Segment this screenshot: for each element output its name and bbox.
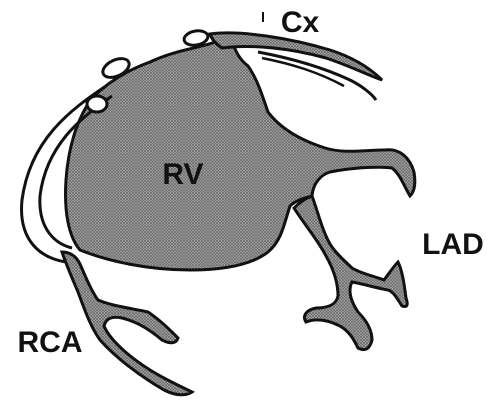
label-lad: LAD xyxy=(422,228,484,261)
label-rv: RV xyxy=(162,158,203,191)
label-rca: RCA xyxy=(18,326,83,359)
cx-branch-lower xyxy=(258,52,376,100)
lad-branch xyxy=(294,196,407,350)
vessel-cross-section xyxy=(87,96,107,112)
rca-branch xyxy=(62,252,192,395)
label-cx: Cx xyxy=(281,6,320,39)
